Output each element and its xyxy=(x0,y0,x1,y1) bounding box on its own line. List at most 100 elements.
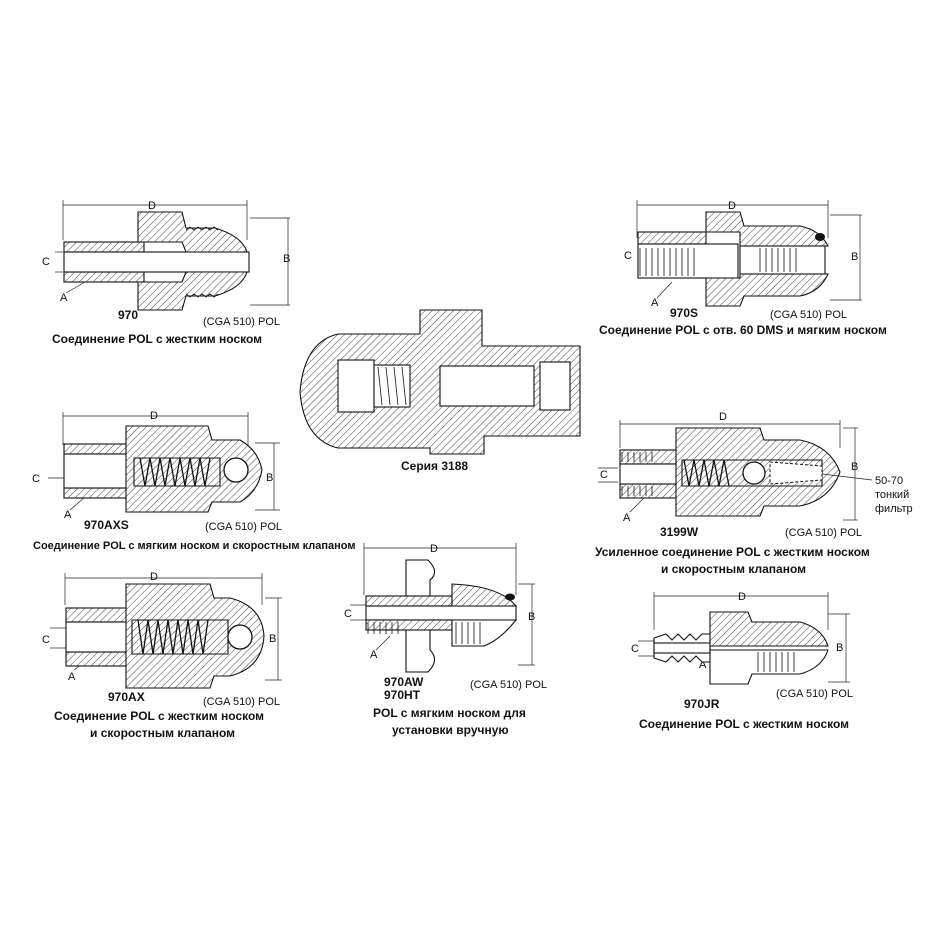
bore xyxy=(619,463,681,485)
barb-bore xyxy=(653,642,711,654)
cga-label: (CGA 510) POL xyxy=(205,521,282,533)
nut-bore xyxy=(539,361,571,411)
dim-a-label: A xyxy=(651,297,659,309)
check-ball xyxy=(227,624,253,650)
caption-970: Соединение POL с жестким носком xyxy=(52,332,262,346)
nut-lower xyxy=(709,649,829,685)
caption-970AW-1: POL с мягким носком для xyxy=(373,706,526,720)
stem-lower xyxy=(365,619,453,631)
soft-nose xyxy=(739,245,826,275)
dim-b-label: B xyxy=(528,611,535,623)
nut xyxy=(125,425,263,513)
dim-a-label: A xyxy=(68,671,76,683)
fitting-3199W: D B C A 50-70 тонкий фильтр 3199W (CGA 5… xyxy=(595,411,913,576)
dim-d-label: D xyxy=(738,591,746,603)
dim-c-label: C xyxy=(42,256,50,268)
dim-c-label: C xyxy=(600,469,608,481)
handwheel-bottom xyxy=(405,629,436,673)
dim-b-label: B xyxy=(283,253,290,265)
caption-970AX-1: Соединение POL с жестким носком xyxy=(54,709,264,723)
dim-d-label: D xyxy=(150,571,158,583)
caption-970AX-2: и скоростным клапаном xyxy=(90,726,235,740)
cavity-left xyxy=(337,359,375,413)
stem-upper xyxy=(637,231,707,245)
dim-b-label: B xyxy=(836,642,843,654)
stem-upper xyxy=(365,595,453,607)
bore xyxy=(65,621,131,653)
fitting-970AX: D B C A 970AX (CGA 510) POL Соединение P… xyxy=(42,571,282,740)
stem-lower xyxy=(619,483,681,499)
bore xyxy=(63,251,250,273)
stem-upper xyxy=(619,449,681,465)
dim-a-label: A xyxy=(370,649,378,661)
dim-c-label: C xyxy=(631,643,639,655)
code-970HT: 970HT xyxy=(384,688,421,702)
caption-970S: Соединение POL с отв. 60 DMS и мягким но… xyxy=(599,323,887,337)
stem-upper xyxy=(65,607,131,623)
o-ring xyxy=(815,233,825,241)
nut-upper xyxy=(705,211,829,247)
filter-note-1: 50-70 xyxy=(875,475,903,487)
code-970AXS: 970AXS xyxy=(84,518,129,532)
code-970AW: 970AW xyxy=(384,675,424,689)
bore xyxy=(63,453,135,489)
fitting-970AW: D B C A 970AW 970HT (CGA 510) POL POL с … xyxy=(344,543,547,737)
caption-970AXS: Соединение POL с мягким носком и скорост… xyxy=(33,540,355,552)
dim-c-label: C xyxy=(32,473,40,485)
dim-b-label: B xyxy=(851,461,858,473)
fitting-3188: Серия 3188 xyxy=(299,309,581,473)
caption-970JR: Соединение POL с жестким носком xyxy=(639,717,849,731)
dim-d-label: D xyxy=(430,543,438,555)
stem-lower xyxy=(63,271,145,283)
caption-3188: Серия 3188 xyxy=(401,459,468,473)
code-3199W: 3199W xyxy=(660,525,699,539)
dim-d-label: D xyxy=(728,200,736,212)
fitting-970JR: D B C A 970JR (CGA 510) POL Соединение P… xyxy=(631,591,853,731)
o-ring xyxy=(505,593,515,601)
cga-label: (CGA 510) POL xyxy=(770,309,847,321)
dim-d-label: D xyxy=(719,411,727,423)
fine-filter xyxy=(769,461,823,485)
dim-c-label: C xyxy=(624,250,632,262)
code-970S: 970S xyxy=(670,306,698,320)
check-ball xyxy=(742,461,766,485)
stem-lower xyxy=(63,487,135,499)
handwheel-top xyxy=(405,559,436,597)
bore xyxy=(365,605,517,621)
cga-label: (CGA 510) POL xyxy=(776,688,853,700)
code-970: 970 xyxy=(118,308,138,322)
fitting-970: D B C A 970 (CGA 510) POL Соединение POL… xyxy=(42,200,290,346)
stem-upper xyxy=(63,443,135,455)
dim-b-label: B xyxy=(851,251,858,263)
filter-note-3: фильтр xyxy=(875,503,913,515)
cga-label: (CGA 510) POL xyxy=(470,679,547,691)
nose-upper xyxy=(451,583,518,607)
check-ball xyxy=(223,457,249,483)
dim-a-label: A xyxy=(60,292,68,304)
stem-lower xyxy=(65,651,131,667)
fitting-970S: D B C A 970S (CGA 510) POL Соединение PO… xyxy=(599,200,887,337)
bore-3188 xyxy=(439,365,535,407)
nut-lower xyxy=(705,273,829,307)
code-970AX: 970AX xyxy=(108,690,145,704)
dim-c-label: C xyxy=(42,634,50,646)
dim-a-label: A xyxy=(699,659,707,671)
cga-label: (CGA 510) POL xyxy=(203,316,280,328)
cga-label: (CGA 510) POL xyxy=(785,527,862,539)
dim-b-label: B xyxy=(266,472,273,484)
dim-d-label: D xyxy=(148,200,156,212)
caption-970AW-2: установки вручную xyxy=(392,723,509,737)
stem-upper xyxy=(63,241,145,253)
dim-b-label: B xyxy=(269,633,276,645)
cga-label: (CGA 510) POL xyxy=(203,696,280,708)
caption-3199W-2: и скоростным клапаном xyxy=(661,562,806,576)
nut-lower xyxy=(137,271,248,311)
dim-a-label: A xyxy=(64,509,72,521)
caption-3199W-1: Усиленное соединение POL с жестким носко… xyxy=(595,545,870,559)
cavity-middle xyxy=(373,364,411,408)
fitting-970AXS: D B C A 970AXS (CGA 510) POL Соединение … xyxy=(32,410,355,552)
dim-a-label: A xyxy=(623,512,631,524)
dim-d-label: D xyxy=(150,410,158,422)
